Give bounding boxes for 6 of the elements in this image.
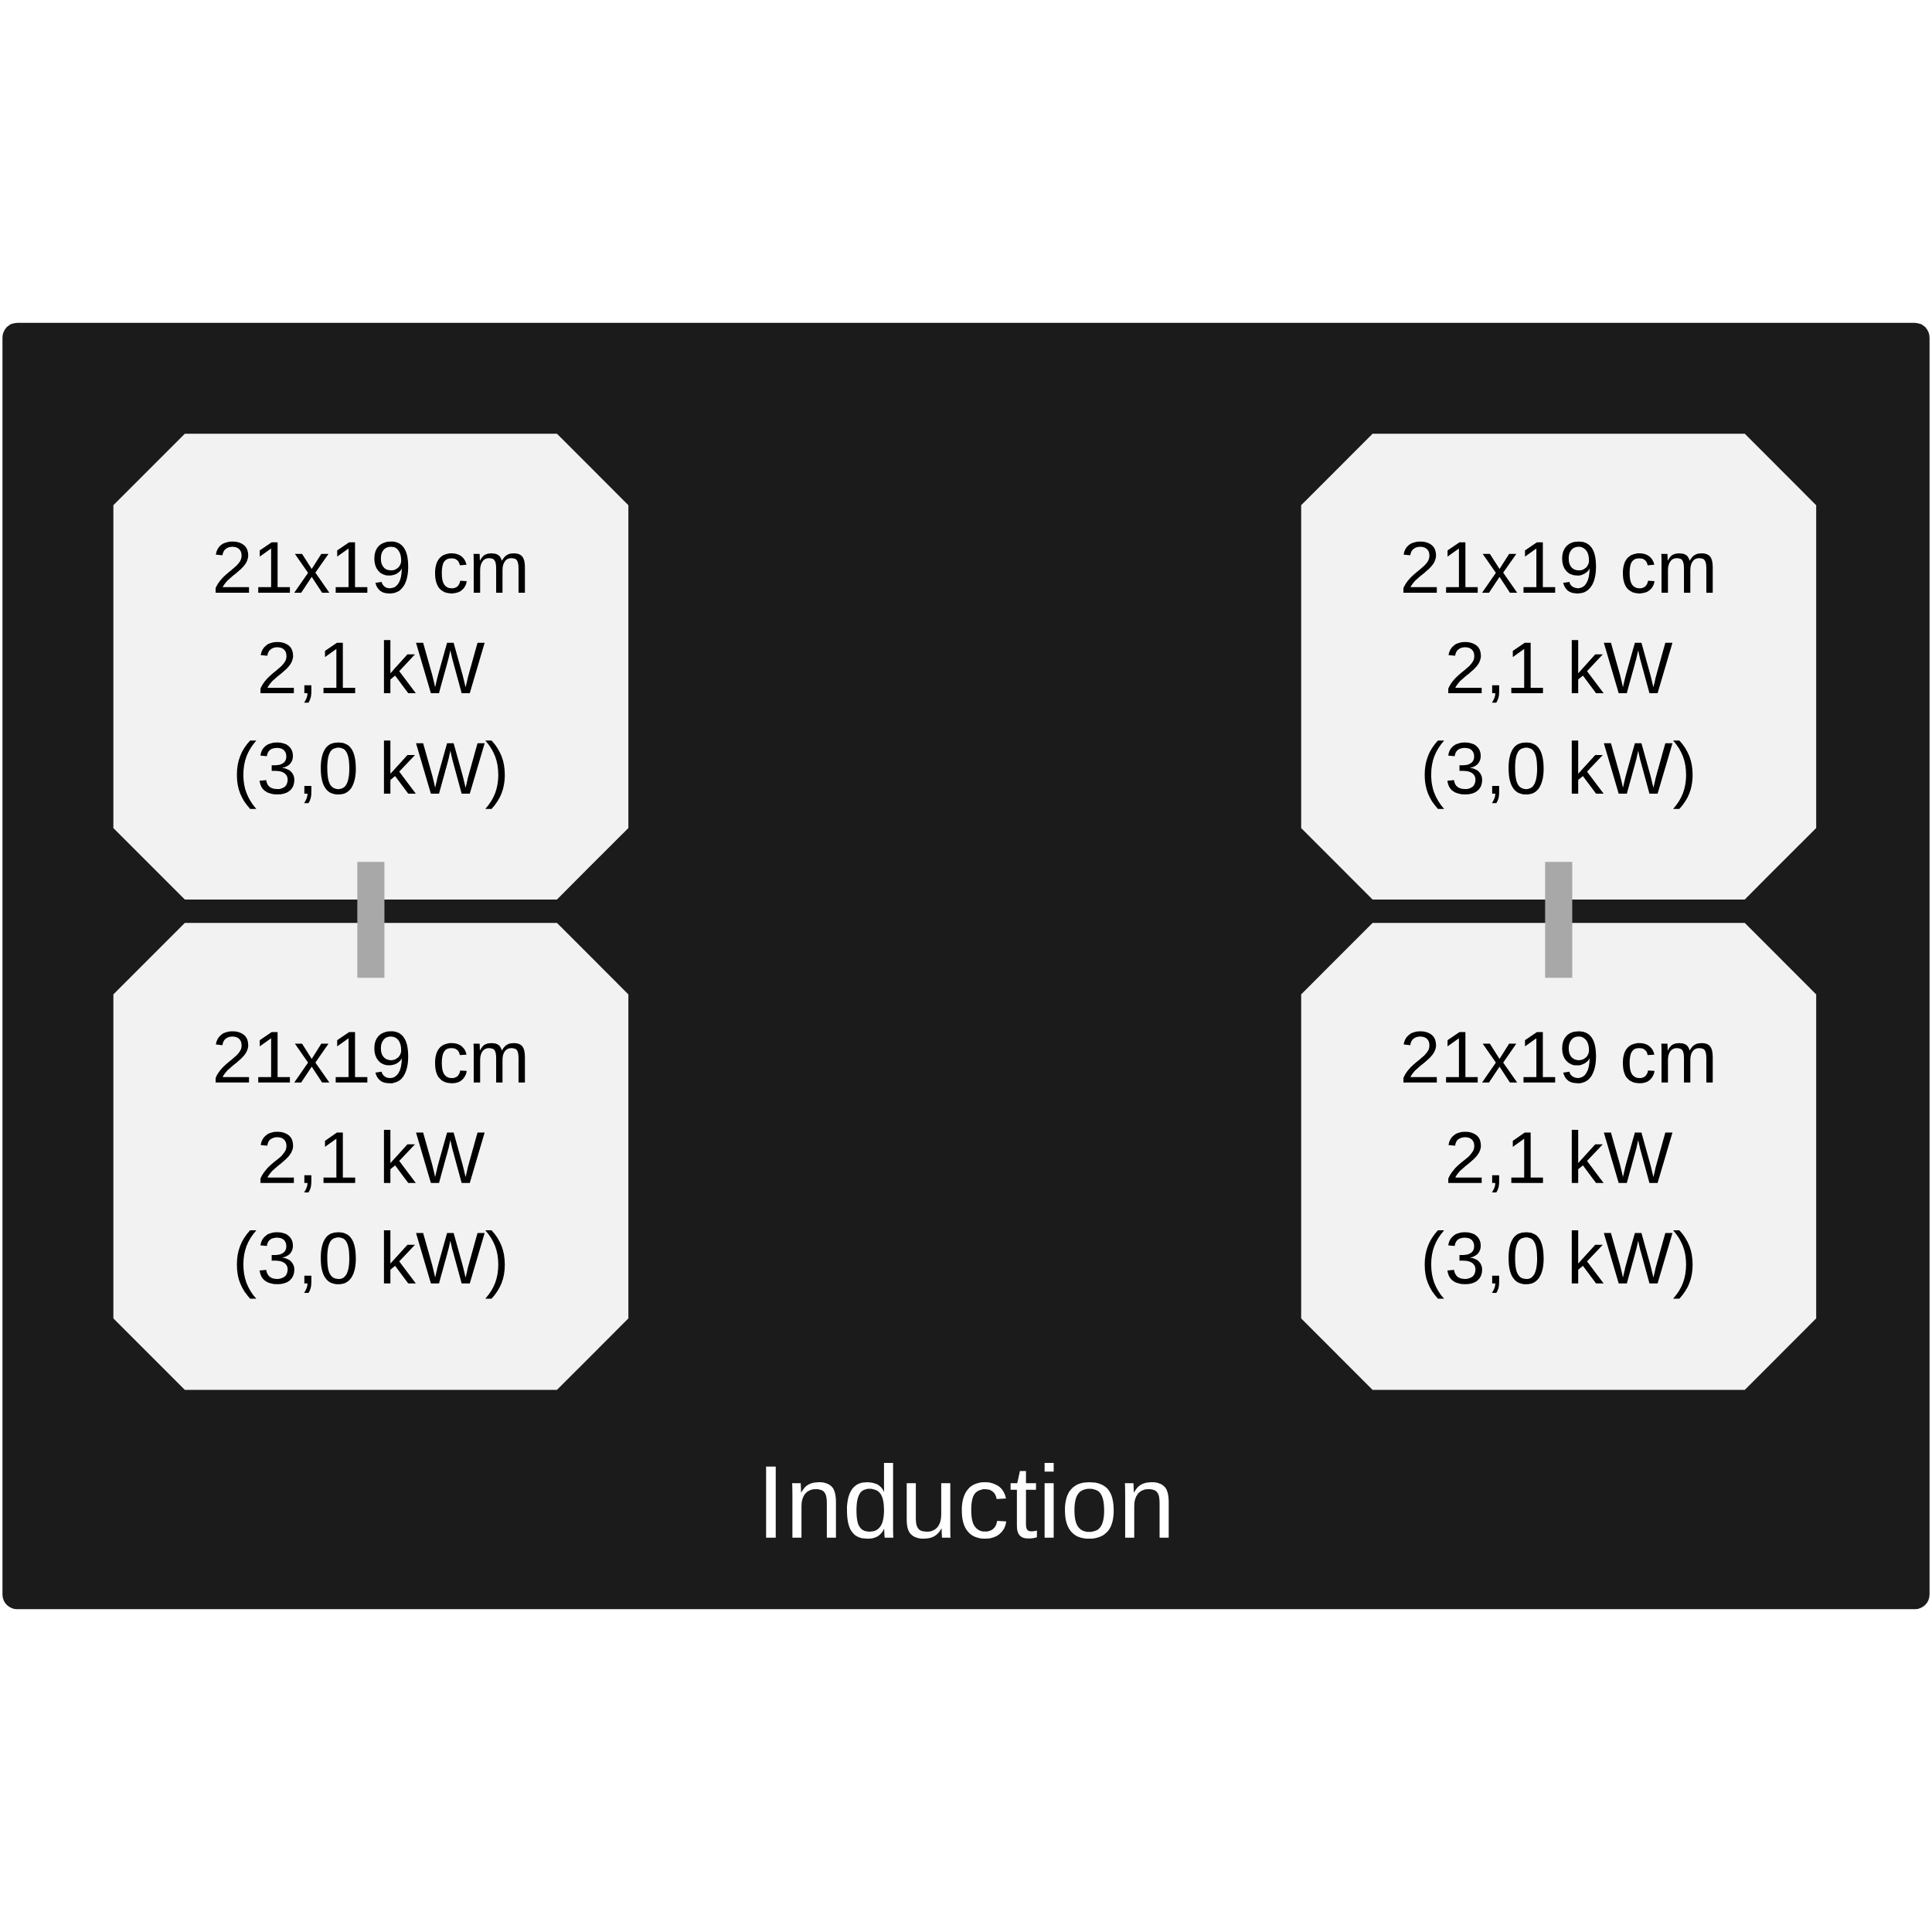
- cooking-zone: 21x19 cm 2,1 kW (3,0 kW): [1301, 434, 1817, 900]
- cooking-zone: 21x19 cm 2,1 kW (3,0 kW): [113, 923, 629, 1390]
- bridge-bar: [1545, 862, 1573, 978]
- cooking-zone: 21x19 cm 2,1 kW (3,0 kW): [1301, 923, 1817, 1390]
- bridge-bar: [357, 862, 385, 978]
- cooking-zone: 21x19 cm 2,1 kW (3,0 kW): [113, 434, 629, 900]
